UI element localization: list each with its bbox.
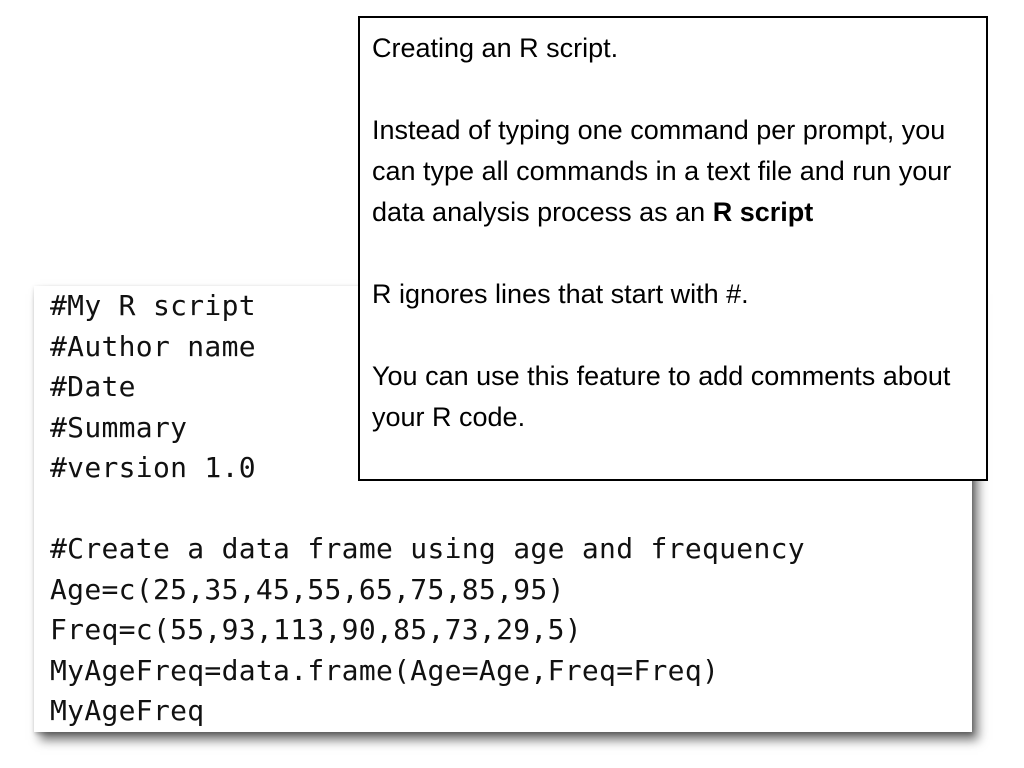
callout-spacer [372, 315, 974, 356]
callout-spacer [372, 233, 974, 274]
code-line-comment-date: #Date [50, 370, 136, 403]
callout-title: Creating an R script. [372, 33, 619, 63]
callout-spacer [372, 69, 974, 110]
code-line-comment-author: #Author name [50, 329, 256, 363]
code-line-blank [50, 489, 805, 530]
callout-r-script-emphasis: R script [712, 197, 814, 227]
code-line-comment-title: #My R script [50, 289, 256, 322]
code-line-print: MyAgeFreq [50, 694, 205, 727]
callout-box: Creating an R script. Instead of typing … [358, 16, 988, 481]
code-line-comment-create: #Create a data frame using age and frequ… [50, 532, 805, 565]
callout-paragraph-intro-text: Instead of typing one command per prompt… [372, 115, 952, 227]
code-line-freq-vector: Freq=c(55,93,113,90,85,73,29,5) [50, 613, 582, 646]
callout-paragraph-comments-rule: R ignores lines that start with #. [372, 279, 749, 309]
callout-paragraph-comments-use: You can use this feature to add comments… [372, 361, 951, 432]
callout-paragraph-intro: Instead of typing one command per prompt… [372, 110, 974, 233]
code-line-comment-summary: #Summary [50, 410, 188, 444]
code-line-age-vector: Age=c(25,35,45,55,65,75,85,95) [50, 572, 565, 606]
code-block: #My R script #Author name #Date #Summary… [50, 286, 805, 732]
code-line-comment-version: #version 1.0 [50, 451, 256, 484]
code-line-data-frame: MyAgeFreq=data.frame(Age=Age,Freq=Freq) [50, 653, 720, 687]
